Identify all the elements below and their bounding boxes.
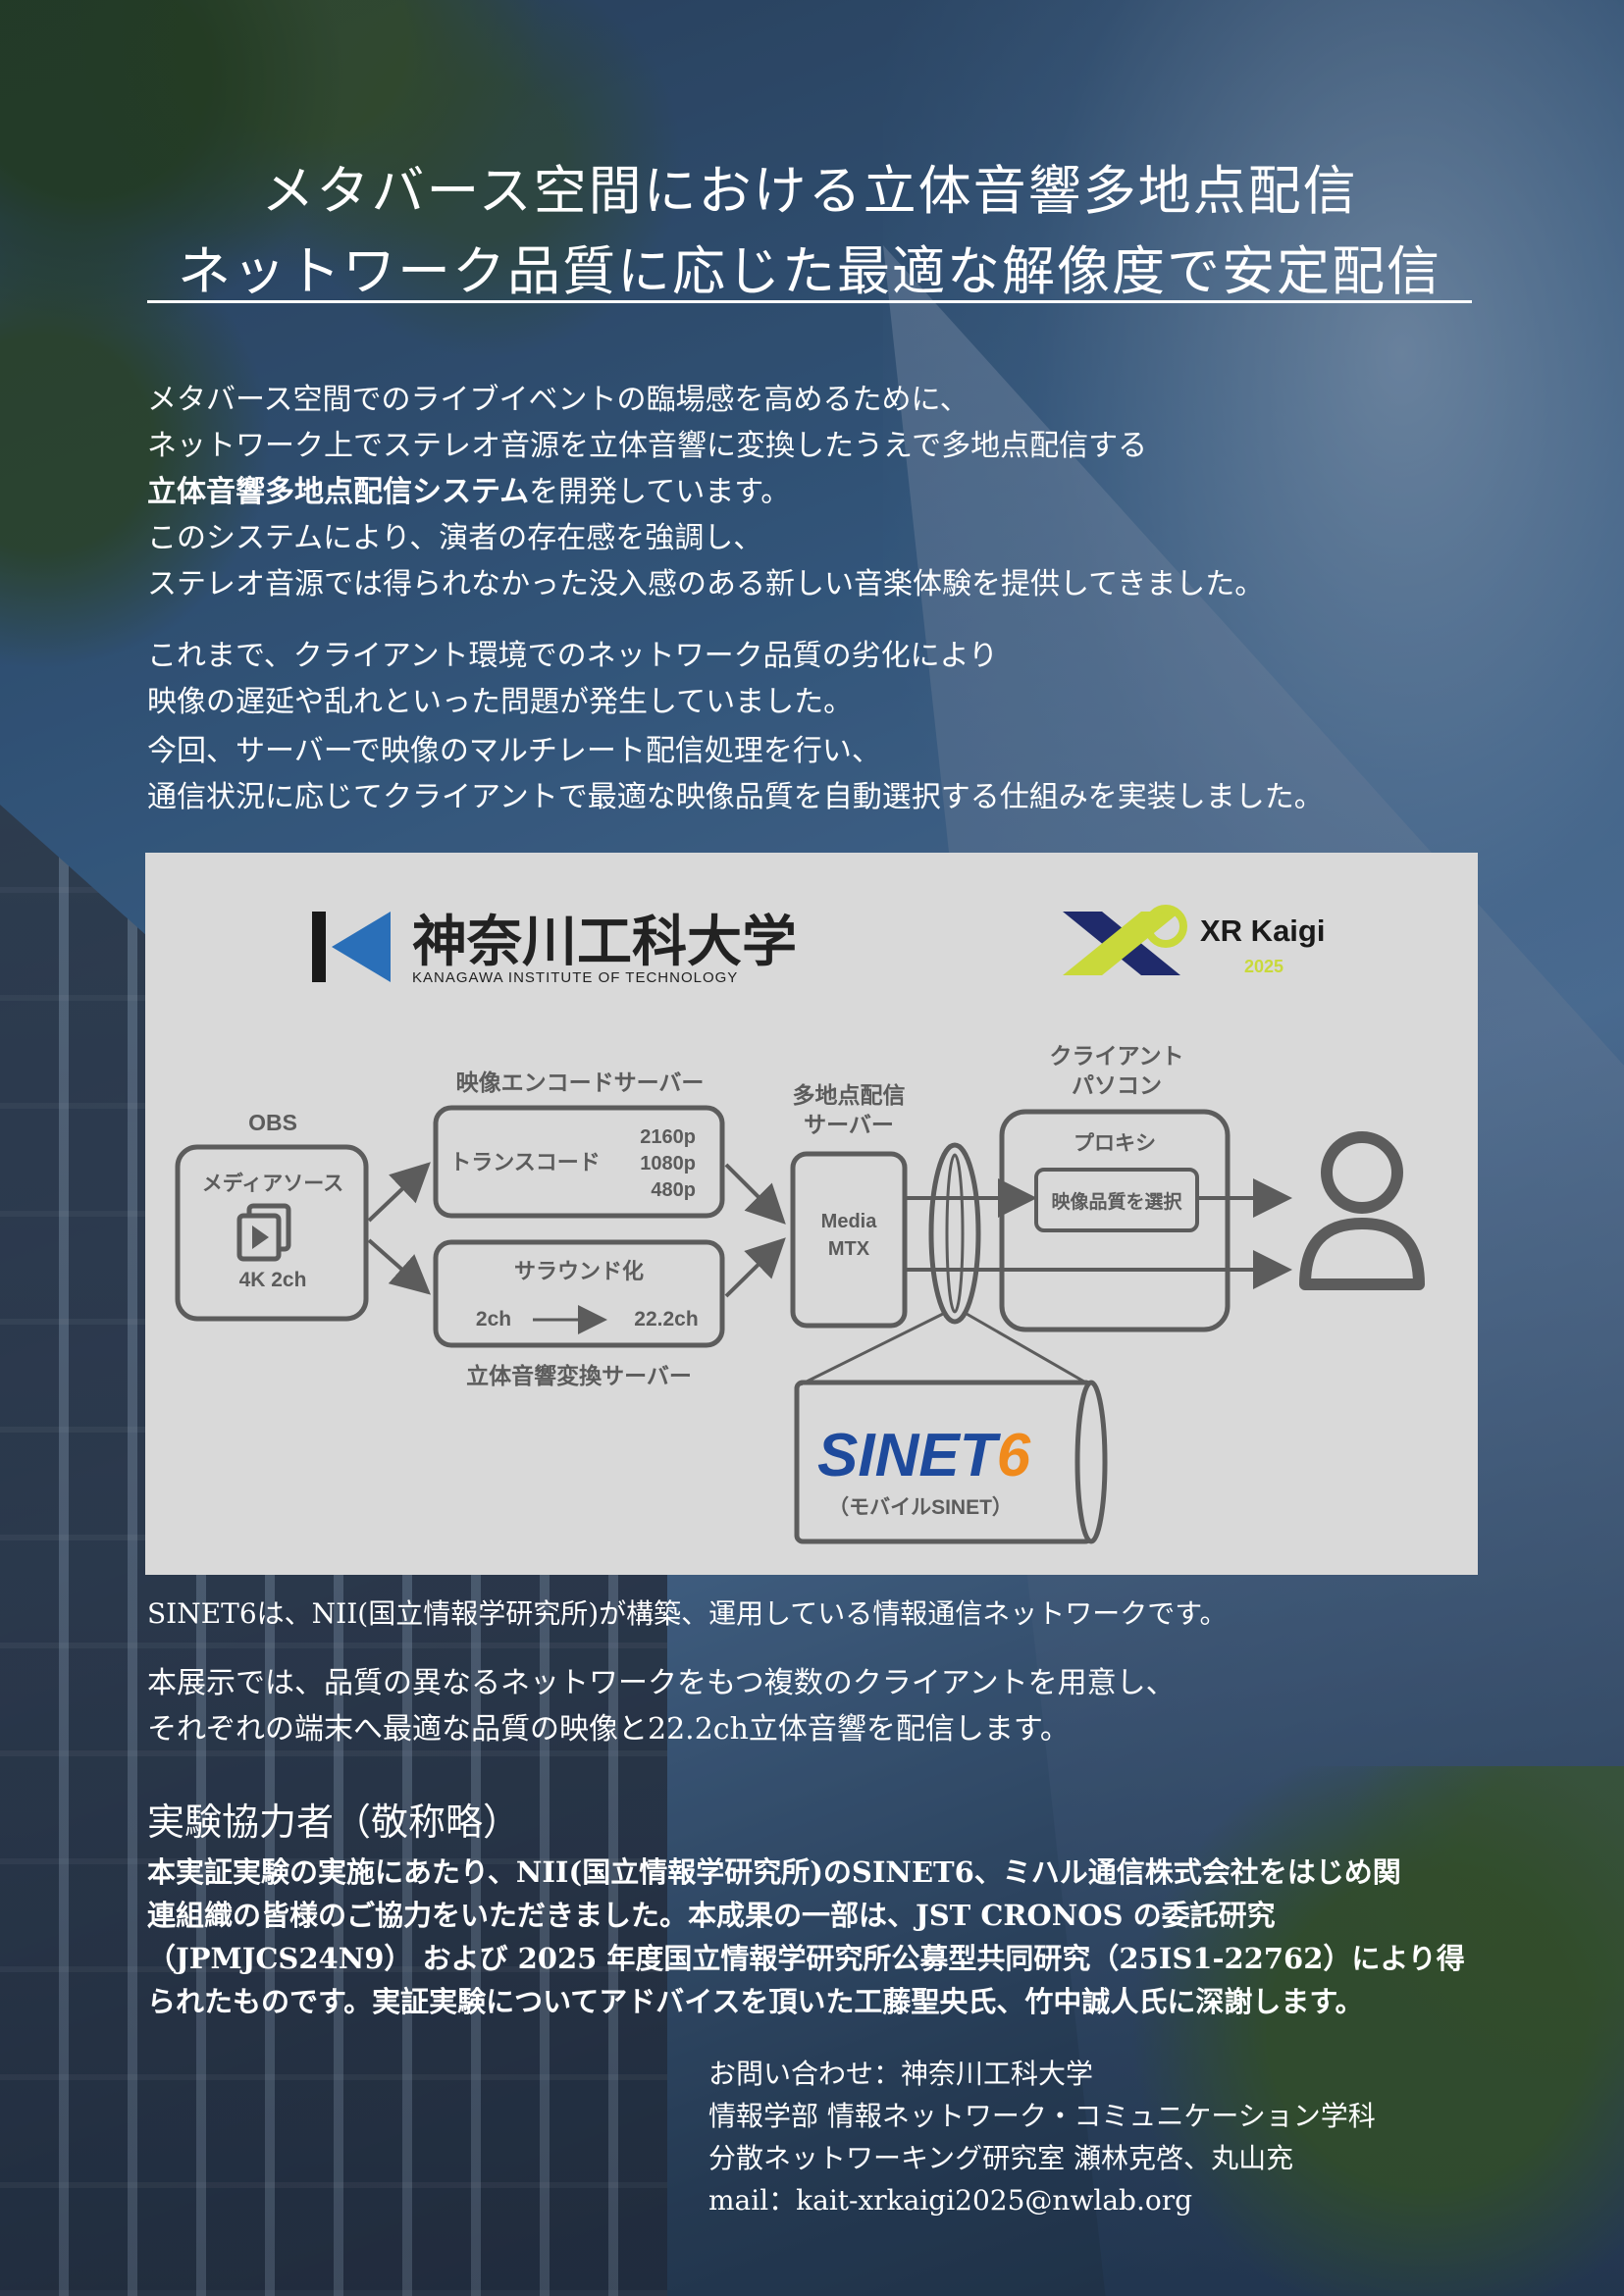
exhibit-paragraph: 本展示では、品質の異なるネットワークをもつ複数のクライアントを用意し、 それぞれ… (147, 1660, 1501, 1752)
surround-box (433, 1239, 725, 1348)
tree-foliage-bottom (1128, 1766, 1624, 2296)
ack-line: （JPMJCS24N9） および 2025 年度国立情報学研究所公募型共同研究（… (147, 1942, 1465, 1975)
contact-block: お問い合わせ：神奈川工科大学 情報学部 情報ネットワーク・コミュニケーション学科… (708, 2053, 1376, 2221)
sinet-note-text: SINET6は、NII(国立情報学研究所)が構築、運用している情報通信ネットワー… (147, 1597, 1228, 1630)
mediamtx-label1: Media (821, 1211, 878, 1232)
xr-name: XR Kaigi (1200, 913, 1325, 948)
ack-line: られたものです。実証実験についてアドバイスを頂いた工藤聖央氏、竹中誠人氏に深謝し… (147, 1985, 1364, 2018)
media-source-box (175, 1144, 369, 1322)
problem-line: 映像の遅延や乱れといった問題が発生していました。 (147, 685, 854, 719)
exhibit-line: 本展示では、品質の異なるネットワークをもつ複数のクライアントを用意し、 (147, 1666, 1176, 1700)
kait-logo-bar (312, 912, 326, 982)
ack-line: 連組織の皆様のご協力をいただきました。本成果の一部は、JST CRONOS の委… (147, 1899, 1276, 1932)
ack-paragraph: 本実証実験の実施にあたり、NII(国立情報学研究所)のSINET6、ミハル通信株… (147, 1851, 1477, 2023)
kait-logo: 神奈川工科大学 KANAGAWA INSTITUTE OF TECHNOLOGY (312, 911, 797, 986)
intro-line-rest: を開発しています。 (529, 475, 791, 509)
contact-line: 分散ネットワーキング研究室 瀬林克啓、丸山充 (708, 2142, 1294, 2174)
sinet6-logo: SINET6 (817, 1422, 1031, 1489)
sinet-cylinder (794, 1380, 1108, 1544)
client-label2: パソコン (1072, 1072, 1162, 1098)
media-source-label: メディアソース (202, 1172, 343, 1195)
media-spec: 4K 2ch (239, 1269, 307, 1291)
system-diagram: 神奈川工科大学 KANAGAWA INSTITUTE OF TECHNOLOGY… (145, 853, 1478, 1575)
kait-name: 神奈川工科大学 (412, 911, 797, 972)
proxy-label: プロキシ (1074, 1132, 1156, 1155)
problem-line: これまで、クライアント環境でのネットワーク品質の劣化により (147, 639, 998, 673)
multi-server-label2: サーバー (804, 1112, 894, 1137)
page-title-line2: ネットワーク品質に応じた最適な解像度で安定配信 (178, 240, 1441, 302)
page-title-line1: メタバース空間における立体音響多地点配信 (261, 160, 1358, 222)
xr-kaigi-logo: XR Kaigi 2025 (1063, 905, 1325, 976)
ch-in: 2ch (476, 1308, 511, 1331)
problem-paragraph: これまで、クライアント環境でのネットワーク品質の劣化により 映像の遅延や乱れとい… (147, 633, 1501, 820)
obs-label: OBS (248, 1110, 297, 1135)
network-ring (928, 1142, 981, 1325)
kait-logo-triangle (332, 912, 391, 982)
kait-sub: KANAGAWA INSTITUTE OF TECHNOLOGY (412, 969, 738, 986)
system-name: 立体音響多地点配信システム (147, 475, 530, 509)
sinet-note: SINET6は、NII(国立情報学研究所)が構築、運用している情報通信ネットワー… (147, 1591, 1501, 1637)
contact-line: 情報学部 情報ネットワーク・コミュニケーション学科 (708, 2100, 1376, 2132)
ack-line: 本実証実験の実施にあたり、NII(国立情報学研究所)のSINET6、ミハル通信株… (147, 1855, 1401, 1889)
intro-line: メタバース空間でのライブイベントの臨場感を高めるために、 (147, 383, 969, 417)
res-2160p: 2160p (640, 1126, 696, 1148)
encode-server-label: 映像エンコードサーバー (456, 1070, 705, 1095)
intro-line: ステレオ音源では得られなかった没入感のある新しい音楽体験を提供してきました。 (147, 567, 1265, 601)
quality-select-label: 映像品質を選択 (1051, 1190, 1182, 1213)
transcode-box (433, 1105, 725, 1219)
client-label1: クライアント (1049, 1043, 1183, 1069)
intro-paragraph: メタバース空間でのライブイベントの臨場感を高めるために、 ネットワーク上でステレ… (147, 377, 1501, 607)
intro-line: ネットワーク上でステレオ音源を立体音響に変換したうえで多地点配信する (147, 429, 1148, 463)
sinet-sub: （モバイルSINET） (828, 1495, 1013, 1519)
intro-line: 立体音響多地点配信システムを開発しています。 (147, 469, 1501, 515)
sinet-logo-text: SINET6 (817, 1422, 1031, 1489)
mediamtx-box (790, 1151, 908, 1329)
video-play-icon (236, 1203, 291, 1262)
user-icon (1299, 1131, 1425, 1290)
ch-out: 22.2ch (634, 1308, 698, 1331)
problem-line: 今回、サーバーで映像のマルチレート配信処理を行い、 (147, 734, 881, 768)
problem-line: 通信状況に応じてクライアントで最適な映像品質を自動選択する仕組みを実装しました。 (147, 780, 1324, 814)
audio-server-label: 立体音響変換サーバー (466, 1363, 692, 1388)
exhibit-line: それぞれの端末へ最適な品質の映像と22.2ch立体音響を配信します。 (147, 1712, 1070, 1747)
client-pc-box (999, 1109, 1231, 1332)
ack-heading: 実験協力者（敬称略） (147, 1800, 521, 1844)
multi-server-label1: 多地点配信 (793, 1082, 906, 1108)
surround-label: サラウンド化 (514, 1259, 644, 1283)
xr-year: 2025 (1244, 957, 1283, 976)
intro-line: このシステムにより、演者の存在感を強調し、 (147, 521, 763, 555)
title-underline (147, 300, 1472, 303)
contact-email[interactable]: mail：kait-xrkaigi2025@nwlab.org (708, 2184, 1193, 2217)
transcode-label: トランスコード (449, 1150, 601, 1174)
res-1080p: 1080p (640, 1153, 696, 1174)
res-480p: 480p (651, 1179, 696, 1201)
mediamtx-label2: MTX (828, 1238, 870, 1260)
contact-line: お問い合わせ：神奈川工科大学 (708, 2058, 1094, 2090)
tree-foliage-top (0, 0, 883, 805)
